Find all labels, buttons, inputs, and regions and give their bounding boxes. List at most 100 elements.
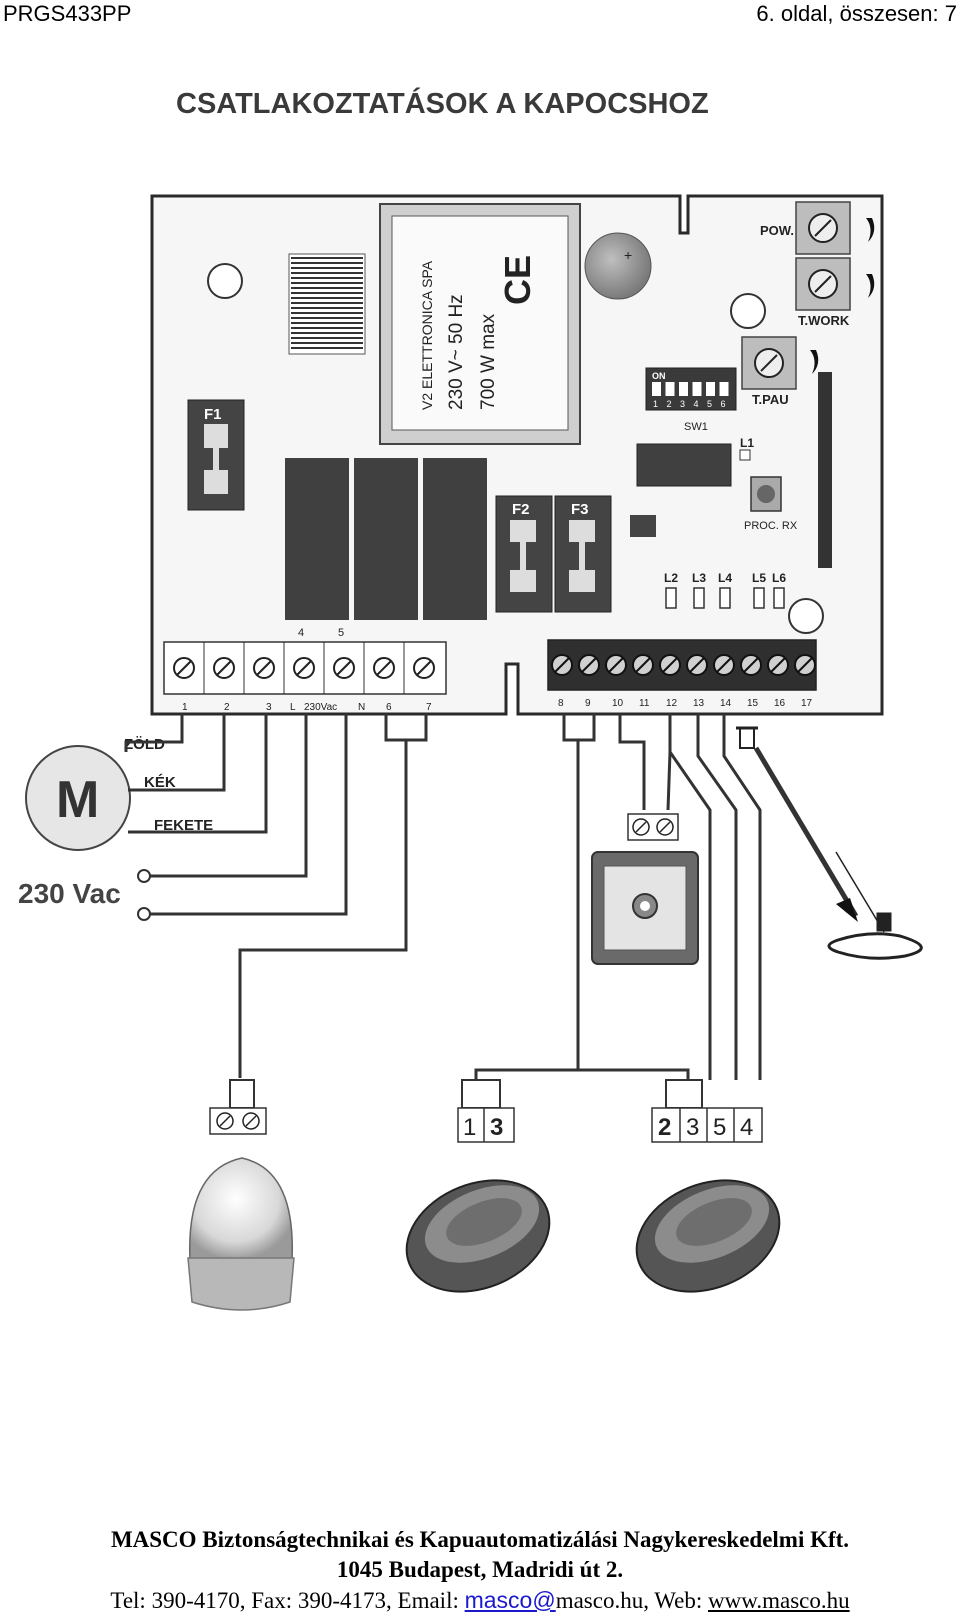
transformer-maker: V2 ELETTRONICA SPA [419, 260, 435, 410]
led-label: L2 [664, 571, 678, 585]
led [719, 587, 731, 609]
trimmer-pow-label: POW. [760, 223, 794, 238]
trimmer-twork-label: T.WORK [798, 313, 850, 328]
terminal-label: 16 [774, 698, 786, 709]
dip-slot [679, 382, 688, 396]
transformer-rating-2: 700 W max [478, 313, 499, 410]
edge-connector [818, 372, 832, 568]
wiring-diagram: CSATLAKOZTATÁSOK A KAPOCSHOZ V2 ELETTRON… [18, 86, 923, 1311]
footer-contact-prefix: Tel: 390-4170, Fax: 390-4173, Email: [110, 1588, 465, 1613]
pc1-term-3: 3 [490, 1114, 503, 1141]
photocell-terminals-2: 2 3 5 4 [651, 1079, 763, 1143]
led [753, 587, 765, 609]
email-link[interactable]: masco@ [464, 1587, 556, 1613]
pc1-term-1: 1 [463, 1114, 476, 1141]
fuse-f1: F1 [187, 399, 245, 511]
terminal-block-left: 4 5 1 2 3 L 230Vac N 6 7 [163, 627, 447, 713]
transformer-rating-1: 230 V~ 50 Hz [446, 294, 467, 410]
led-label: L6 [772, 571, 786, 585]
terminal-label: L [290, 702, 296, 713]
page-info: 6. oldal, összesen: 7 [756, 1, 957, 26]
led-label: L5 [752, 571, 766, 585]
pc2-term-3: 3 [686, 1114, 699, 1141]
motor-symbol: M [56, 771, 99, 829]
terminal-label: 8 [558, 698, 564, 709]
dip-slot [692, 382, 702, 396]
footer-email-domain: masco.hu, Web: [555, 1588, 709, 1613]
motor: M [25, 745, 131, 851]
antenna-connector [736, 726, 758, 749]
relay [354, 458, 418, 620]
pc2-term-5: 5 [713, 1114, 726, 1141]
mounting-hole [207, 263, 243, 299]
flashing-lamp [187, 1079, 295, 1311]
terminal-label: 9 [585, 698, 591, 709]
dip-name: SW1 [684, 421, 708, 433]
key-switch [591, 813, 699, 965]
mains-terminal [137, 907, 151, 921]
antenna-arrow [836, 898, 858, 922]
wire-label-fekete: FEKETE [154, 817, 213, 834]
mains-label: 230 Vac [18, 878, 121, 909]
ce-mark: CE [497, 255, 538, 305]
terminal-label: 230Vac [304, 702, 337, 713]
trimmer-tpau: T.PAU [741, 336, 819, 407]
photocell-1 [405, 1179, 551, 1293]
led-label: L3 [692, 571, 706, 585]
led [665, 587, 677, 609]
wiring [124, 714, 859, 1080]
fuse-f2-label: F2 [512, 501, 530, 518]
wire-label-kek: KÉK [144, 774, 176, 791]
pc2-term-2: 2 [658, 1114, 671, 1141]
terminal-label: 13 [693, 698, 705, 709]
mains-terminal [137, 869, 151, 883]
terminal-label: 15 [747, 698, 759, 709]
terminal-label: 12 [666, 698, 678, 709]
terminal-label: 10 [612, 698, 624, 709]
terminal-label: 14 [720, 698, 732, 709]
trimmer-tpau-label: T.PAU [752, 392, 789, 407]
footer-address: 1045 Budapest, Madridi út 2. [336, 1557, 624, 1582]
dip-number: 4 [694, 399, 699, 409]
svg-text:+: + [624, 247, 632, 263]
wire-label-zold: ZÖLD [124, 736, 165, 753]
antenna [827, 851, 923, 960]
dip-number: 5 [707, 399, 712, 409]
web-link[interactable]: www.masco.hu [708, 1588, 850, 1613]
terminal-label: N [358, 702, 365, 713]
terminal-label: 2 [224, 702, 230, 713]
led-l1-label: L1 [740, 436, 754, 450]
footer-contact: Tel: 390-4170, Fax: 390-4173, Email: mas… [0, 1587, 960, 1614]
relay [285, 458, 349, 620]
fuse-f3-label: F3 [571, 501, 589, 518]
proc-rx-button: PROC. RX [744, 476, 798, 532]
terminal-label: 1 [182, 702, 188, 713]
dip-slot [719, 382, 729, 396]
dip-on-label: ON [652, 371, 666, 381]
ic-chip [636, 443, 732, 487]
diagram-title: CSATLAKOZTATÁSOK A KAPOCSHOZ [176, 86, 709, 120]
dip-slot [706, 382, 715, 396]
dip-slot [665, 382, 675, 396]
photocell-terminals-1: 1 3 [457, 1079, 515, 1143]
led-l1 [739, 449, 751, 461]
terminal-label: 6 [386, 702, 392, 713]
dip-slot [652, 382, 661, 396]
small-component [630, 515, 656, 537]
led [693, 587, 705, 609]
dip-number: 6 [721, 399, 726, 409]
fuse-f3: F3 [554, 495, 612, 613]
mounting-hole [788, 598, 824, 634]
led [773, 587, 785, 609]
fuse-f1-label: F1 [204, 406, 222, 423]
terminal-label: 7 [426, 702, 432, 713]
transformer: V2 ELETTRONICA SPA 230 V~ 50 Hz 700 W ma… [379, 203, 581, 445]
terminal-top-4: 4 [298, 627, 304, 639]
terminal-label: 3 [266, 702, 272, 713]
terminal-top-5: 5 [338, 627, 344, 639]
relay [423, 458, 487, 620]
led-label: L4 [718, 571, 732, 585]
trimmer-twork: T.WORK [795, 257, 875, 328]
